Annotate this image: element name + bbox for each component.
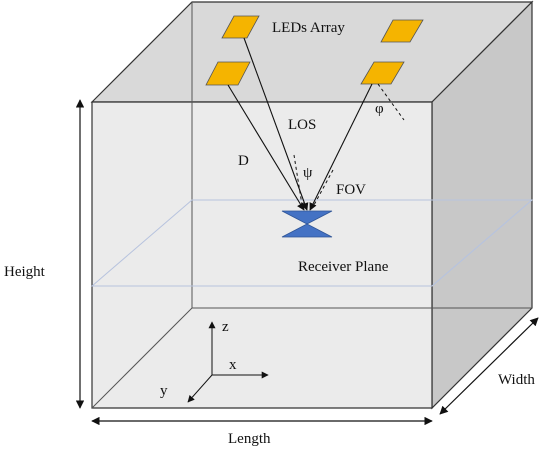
width-arrow <box>439 317 539 415</box>
ray-d <box>227 84 305 211</box>
led-panel-icon <box>380 19 424 43</box>
receiver-plane-label: Receiver Plane <box>298 259 389 275</box>
height-label: Height <box>4 264 46 280</box>
led-array <box>205 15 424 86</box>
photodetector-icon <box>281 210 333 238</box>
led-panel-icon <box>360 61 405 85</box>
los-label: LOS <box>288 117 316 133</box>
room-box <box>90 0 534 410</box>
d-label: D <box>238 153 249 169</box>
phi-normal-line <box>377 83 405 121</box>
angle-guides <box>293 83 405 206</box>
psi-normal-line <box>293 154 303 206</box>
fov-label: FOV <box>336 182 366 198</box>
leds-array-label: LEDs Array <box>272 20 345 36</box>
ray-right <box>309 83 373 211</box>
coordinate-axes <box>187 321 269 403</box>
ray-los <box>243 37 309 211</box>
back-floor-edge <box>91 307 193 409</box>
phi-label: φ <box>375 101 384 117</box>
x-axis-label: x <box>229 357 237 373</box>
length-label: Length <box>228 431 271 447</box>
led-panel-icon <box>221 15 260 39</box>
receiver-plane <box>90 199 534 287</box>
width-label: Width <box>498 372 535 388</box>
led-panel-icon <box>205 61 251 86</box>
room-front-face <box>91 101 433 409</box>
light-rays <box>227 37 373 211</box>
psi-label: ψ <box>303 165 313 181</box>
y-axis-label: y <box>160 383 168 399</box>
fov-line <box>313 169 334 206</box>
z-axis-label: z <box>222 319 229 335</box>
y-axis <box>187 374 213 403</box>
dimension-arrows <box>75 99 539 426</box>
